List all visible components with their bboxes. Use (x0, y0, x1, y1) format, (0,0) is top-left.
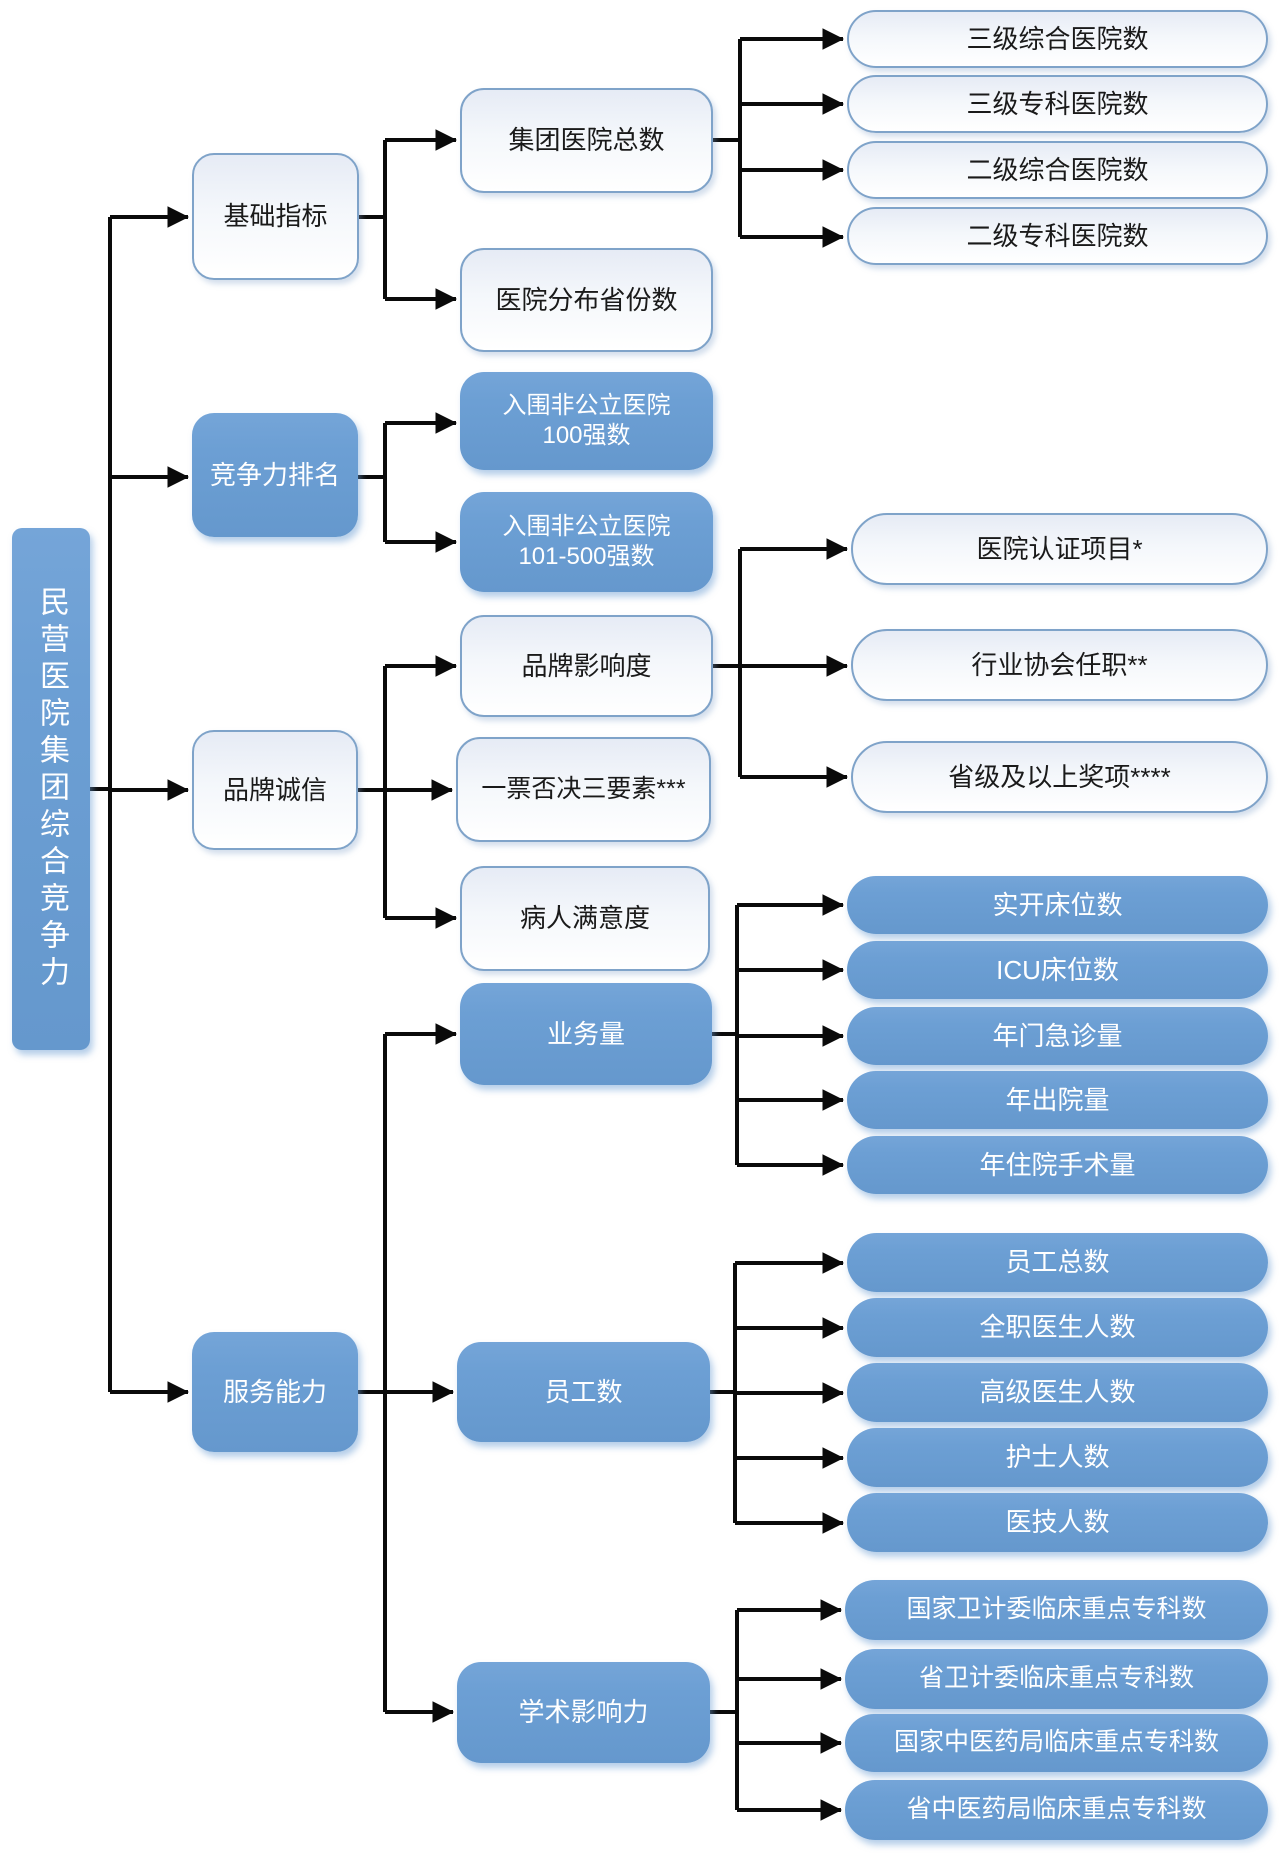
node-provincial-hfpc-key-specialties: 省卫计委临床重点专科数 (845, 1649, 1268, 1709)
node-basic-indicators: 基础指标 (192, 153, 359, 280)
node-hospital-accreditation: 医院认证项目* (851, 513, 1268, 585)
node-nurses: 护士人数 (847, 1428, 1268, 1487)
node-national-tcm-key-specialties: 国家中医药局临床重点专科数 (845, 1714, 1268, 1772)
node-patient-satisfaction: 病人满意度 (460, 866, 710, 971)
node-annual-discharges: 年出院量 (847, 1071, 1268, 1129)
node-top101-500-nonpublic: 入围非公立医院 101-500强数 (460, 492, 713, 592)
node-service-capability: 服务能力 (192, 1332, 358, 1452)
node-open-beds: 实开床位数 (847, 876, 1268, 934)
node-annual-outpatient-emergency: 年门急诊量 (847, 1007, 1268, 1065)
node-industry-association: 行业协会任职** (851, 629, 1268, 701)
node-brand-integrity: 品牌诚信 (192, 730, 358, 850)
node-provincial-tcm-key-specialties: 省中医药局临床重点专科数 (845, 1780, 1268, 1840)
node-fulltime-doctors: 全职医生人数 (847, 1298, 1268, 1357)
node-one-vote-veto: 一票否决三要素*** (456, 737, 711, 842)
node-province-distribution: 医院分布省份数 (460, 248, 713, 352)
node-tier2-general: 二级综合医院数 (847, 141, 1268, 199)
node-medical-technicians: 医技人数 (847, 1493, 1268, 1552)
node-top100-nonpublic: 入围非公立医院 100强数 (460, 372, 713, 470)
node-tier3-specialty: 三级专科医院数 (847, 75, 1268, 133)
node-staff-count: 员工数 (457, 1342, 710, 1442)
node-provincial-awards: 省级及以上奖项**** (851, 741, 1268, 813)
node-senior-doctors: 高级医生人数 (847, 1363, 1268, 1422)
node-icu-beds: ICU床位数 (847, 941, 1268, 999)
node-business-volume: 业务量 (460, 983, 712, 1085)
node-tier2-specialty: 二级专科医院数 (847, 207, 1268, 265)
node-brand-influence: 品牌影响度 (460, 615, 713, 717)
node-competitiveness-ranking: 竞争力排名 (192, 413, 358, 537)
node-root: 民营医院集团综合竞争力 (12, 528, 90, 1050)
node-national-hfpc-key-specialties: 国家卫计委临床重点专科数 (845, 1580, 1268, 1640)
node-staff-total: 员工总数 (847, 1233, 1268, 1292)
node-group-hospital-total: 集团医院总数 (460, 88, 713, 193)
node-academic-influence: 学术影响力 (457, 1662, 710, 1763)
node-annual-inpatient-surgeries: 年住院手术量 (847, 1136, 1268, 1194)
node-tier3-general: 三级综合医院数 (847, 10, 1268, 68)
